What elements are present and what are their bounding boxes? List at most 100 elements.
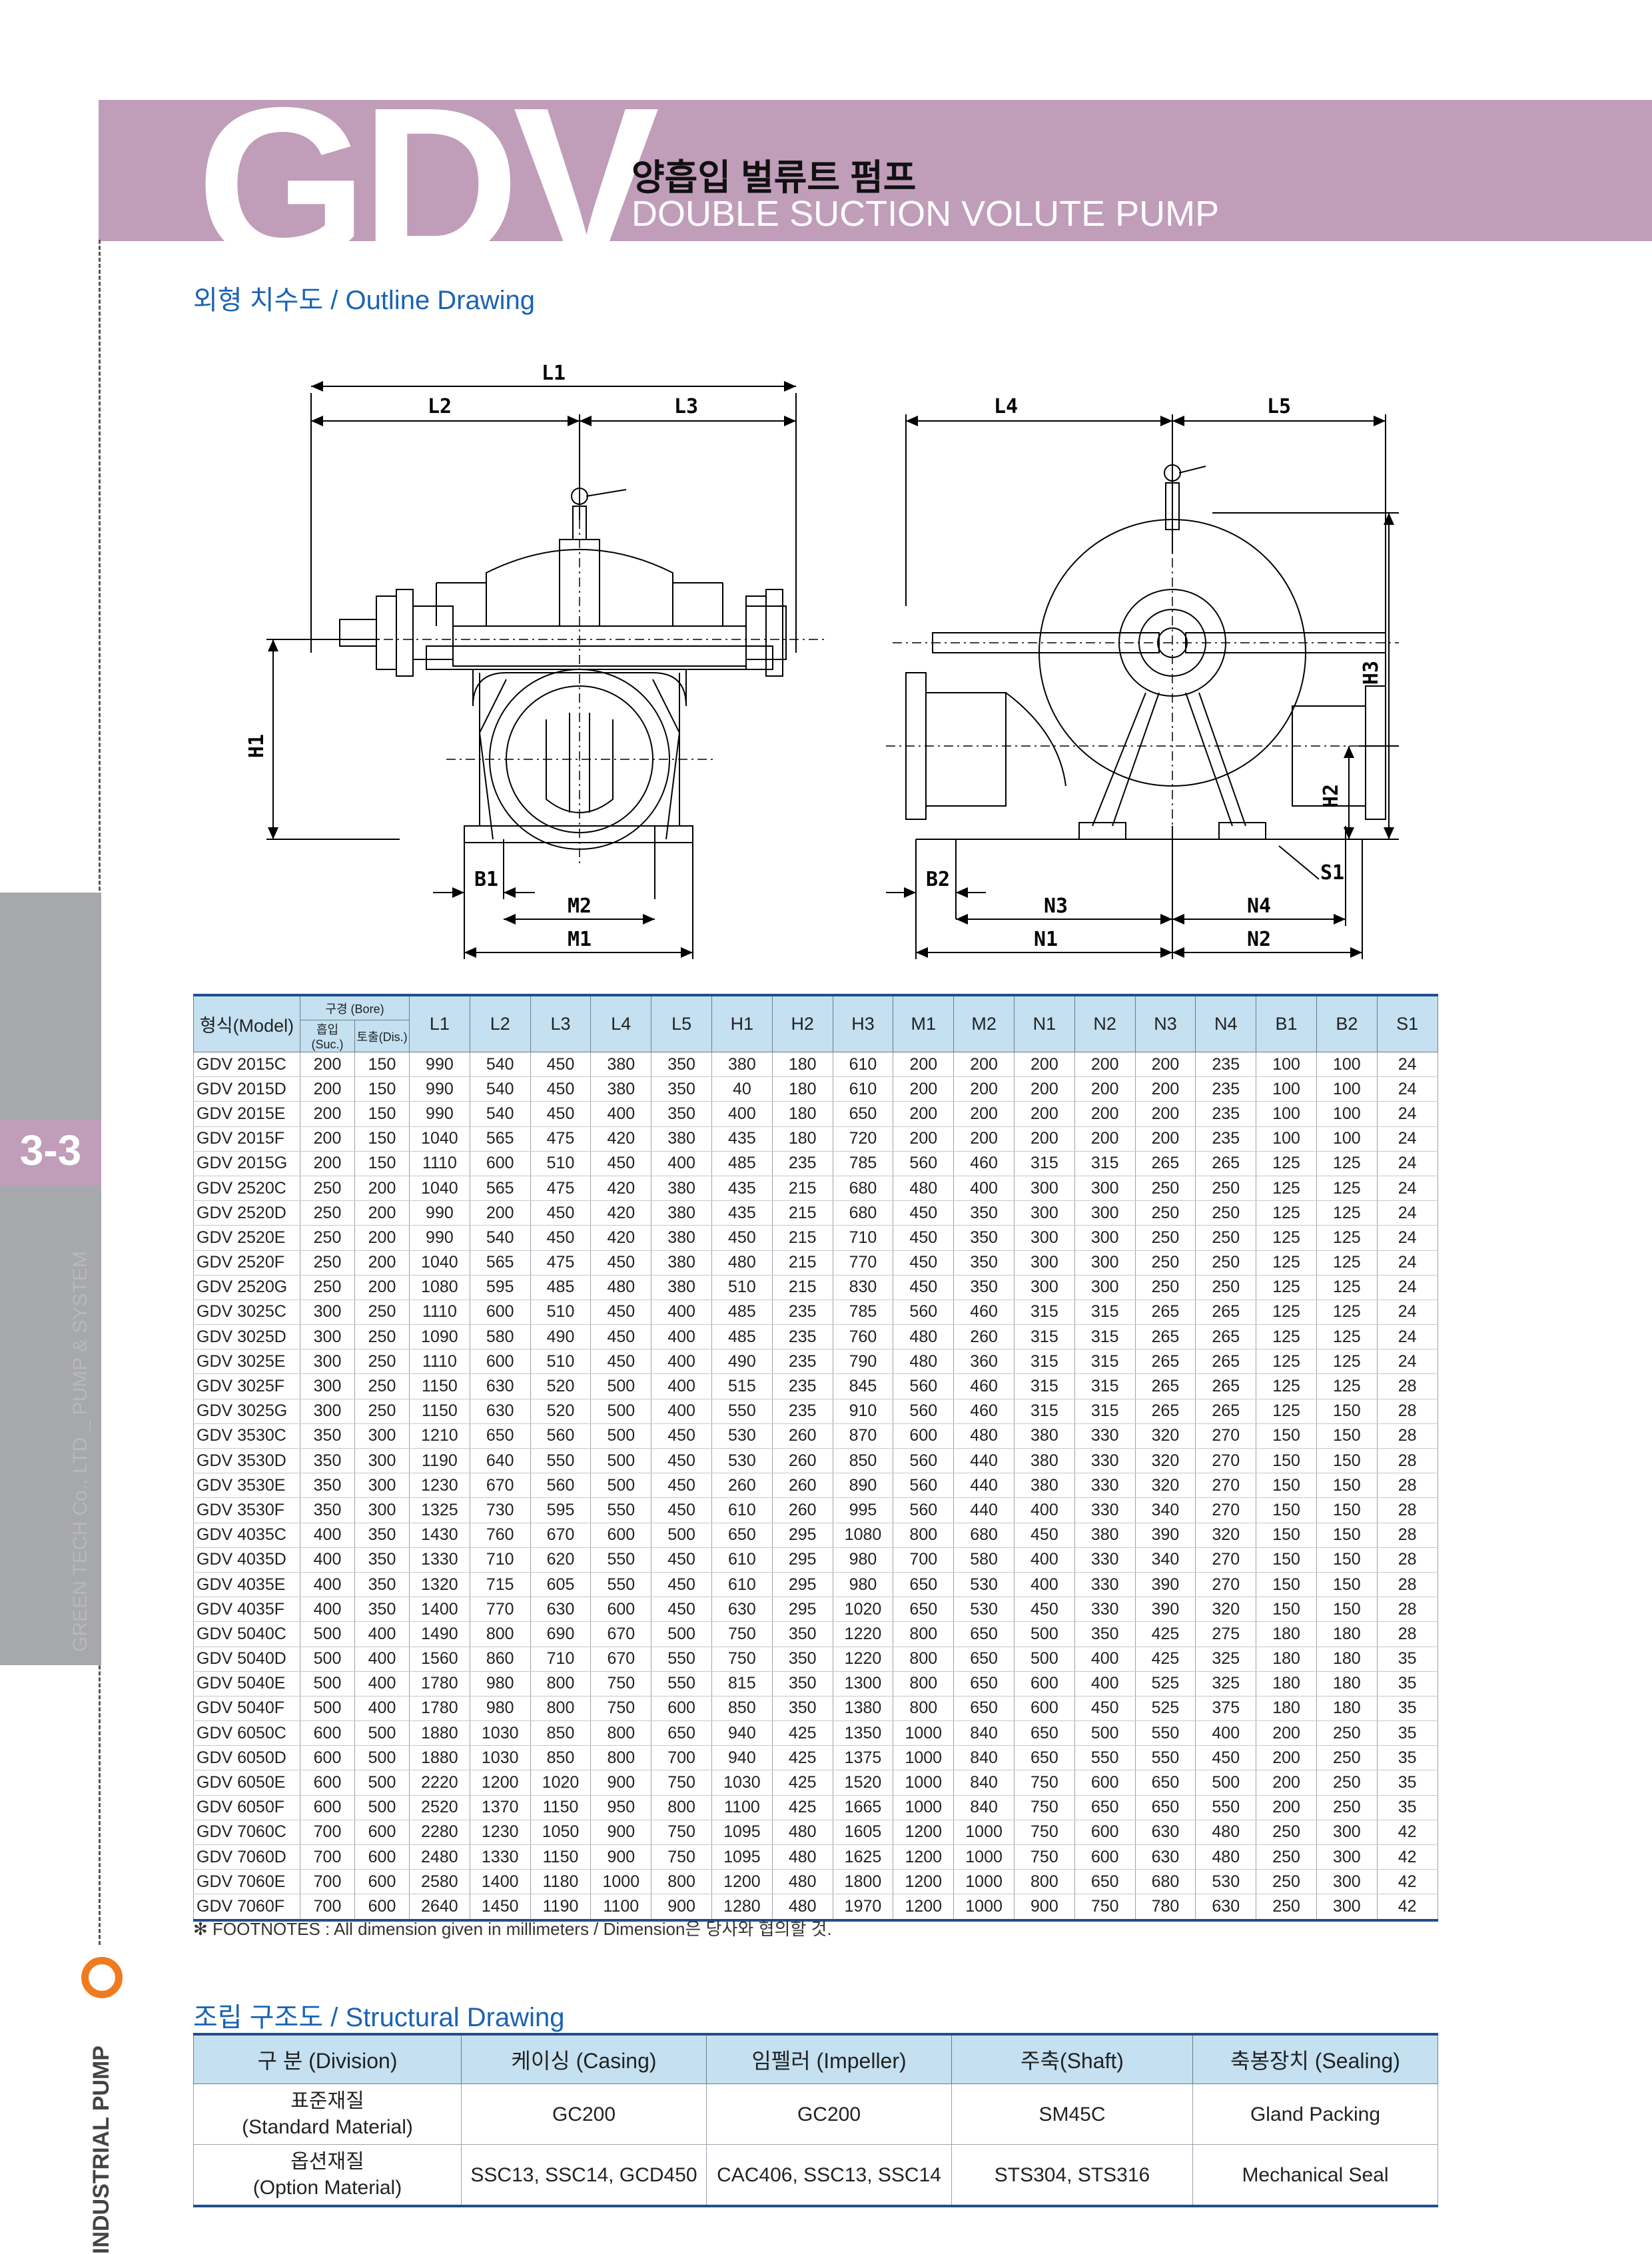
value-cell: 690 [530, 1621, 592, 1647]
value-cell: 1000 [953, 1894, 1015, 1922]
value-cell: 600 [1074, 1820, 1136, 1846]
value-cell: 1370 [469, 1795, 531, 1820]
label-l1: L1 [542, 362, 566, 385]
value-cell: 640 [469, 1448, 531, 1474]
value-cell: 450 [651, 1547, 712, 1573]
value-cell: 650 [893, 1572, 955, 1598]
value-cell: 1200 [893, 1844, 955, 1870]
value-cell: 760 [832, 1324, 894, 1350]
value-cell: 500 [354, 1795, 410, 1820]
value-cell: 530 [711, 1448, 773, 1474]
value-cell: 550 [590, 1572, 652, 1598]
value-cell: 28 [1376, 1473, 1438, 1499]
value-cell: 330 [1074, 1497, 1136, 1523]
value-cell: 450 [590, 1250, 652, 1276]
label-l4: L4 [994, 395, 1018, 418]
label-n4: N4 [1247, 895, 1271, 918]
value-cell: 500 [1074, 1720, 1136, 1746]
value-cell: 320 [1195, 1597, 1257, 1623]
value-cell: 800 [893, 1671, 955, 1696]
value-cell: 1030 [469, 1745, 531, 1771]
value-cell: 265 [1134, 1349, 1196, 1375]
value-cell: 180 [1316, 1621, 1378, 1647]
value-cell: 650 [1013, 1745, 1075, 1771]
value-cell: 990 [409, 1200, 470, 1226]
value-cell: 235 [771, 1349, 833, 1375]
value-cell: 800 [893, 1647, 955, 1672]
model-cell: GDV 5040C [193, 1621, 300, 1647]
value-cell: 350 [1074, 1621, 1136, 1647]
value-cell: 250 [1134, 1176, 1196, 1202]
value-cell: 500 [300, 1647, 355, 1672]
value-cell: 450 [651, 1448, 712, 1474]
value-cell: 180 [771, 1101, 833, 1127]
value-cell: 1325 [409, 1497, 470, 1523]
header-h1: H1 [711, 994, 773, 1052]
value-cell: 1880 [409, 1720, 470, 1746]
value-cell: 100 [1316, 1052, 1378, 1078]
value-cell: 580 [953, 1547, 1015, 1573]
value-cell: 2480 [409, 1844, 470, 1870]
value-cell: 480 [771, 1844, 833, 1870]
value-cell: 24 [1376, 1076, 1438, 1102]
value-cell: 1180 [530, 1869, 592, 1895]
value-cell: 42 [1376, 1844, 1438, 1870]
value-cell: 500 [300, 1671, 355, 1696]
value-cell: 650 [1134, 1795, 1196, 1820]
value-cell: 550 [590, 1547, 652, 1573]
value-cell: 180 [1256, 1647, 1317, 1672]
value-cell: 710 [832, 1225, 894, 1251]
value-cell: 180 [771, 1126, 833, 1152]
value-cell: 325 [1195, 1647, 1257, 1672]
value-cell: 150 [354, 1101, 410, 1127]
value-cell: 750 [651, 1770, 712, 1796]
value-cell: 750 [1013, 1844, 1075, 1870]
value-cell: 200 [354, 1176, 410, 1202]
value-cell: 350 [300, 1497, 355, 1523]
value-cell: 295 [771, 1572, 833, 1598]
value-cell: 200 [1074, 1076, 1136, 1102]
value-cell: 710 [530, 1647, 592, 1672]
value-cell: 450 [1013, 1523, 1075, 1548]
value-cell: 125 [1316, 1373, 1378, 1399]
value-cell: 610 [711, 1572, 773, 1598]
value-cell: 850 [530, 1720, 592, 1746]
label-b1: B1 [474, 868, 498, 891]
value-cell: 235 [1195, 1101, 1257, 1127]
value-cell: 380 [1013, 1473, 1075, 1499]
model-cell: GDV 3530C [193, 1423, 300, 1449]
value-cell: 24 [1376, 1300, 1438, 1325]
value-cell: 380 [1013, 1423, 1075, 1449]
value-cell: 700 [300, 1820, 355, 1846]
value-cell: 1080 [832, 1523, 894, 1548]
value-cell: 42 [1376, 1894, 1438, 1922]
value-cell: 500 [354, 1770, 410, 1796]
value-cell: 480 [1195, 1820, 1257, 1846]
value-cell: 1375 [832, 1745, 894, 1771]
value-cell: 680 [832, 1200, 894, 1226]
header-l4: L4 [590, 994, 652, 1052]
value-cell: 2220 [409, 1770, 470, 1796]
model-cell: GDV 5040F [193, 1696, 300, 1722]
value-cell: 480 [771, 1820, 833, 1846]
value-cell: 42 [1376, 1869, 1438, 1895]
value-cell: 125 [1256, 1250, 1317, 1276]
value-cell: 400 [711, 1101, 773, 1127]
value-cell: 670 [530, 1523, 592, 1548]
value-cell: 800 [651, 1869, 712, 1895]
value-cell: 610 [832, 1052, 894, 1078]
value-cell: 200 [1134, 1126, 1196, 1152]
value-cell: 250 [1316, 1770, 1378, 1796]
value-cell: 540 [469, 1101, 531, 1127]
value-cell: 35 [1376, 1671, 1438, 1696]
value-cell: 200 [953, 1126, 1015, 1152]
value-cell: 125 [1256, 1300, 1317, 1325]
value-cell: 460 [953, 1373, 1015, 1399]
